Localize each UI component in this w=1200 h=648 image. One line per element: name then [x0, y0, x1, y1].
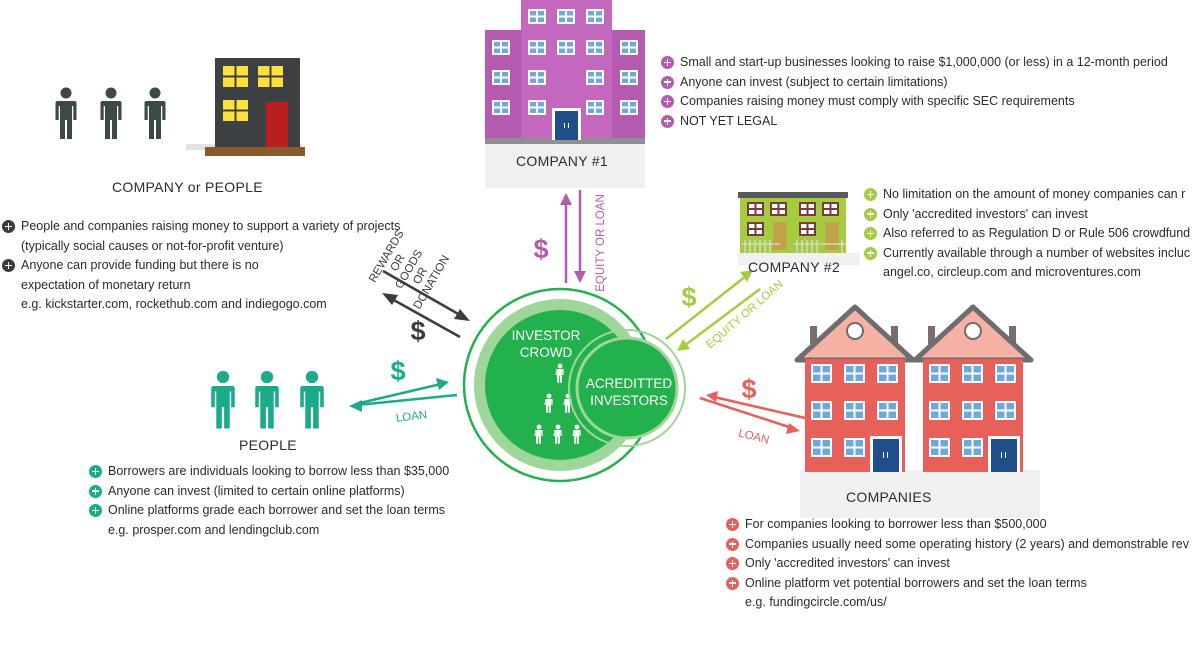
example-text: e.g. prosper.com and lendingclub.com — [108, 522, 320, 537]
list-item: For companies looking to borrower less t… — [726, 515, 1200, 535]
plus-bullet-icon — [2, 259, 15, 272]
list-item-continuation: (typically social causes or not-for-prof… — [21, 238, 284, 253]
list-item: Only 'accredited investors' can invest — [864, 205, 1200, 225]
list-item-continuation: expectation of monetary return — [21, 277, 191, 292]
plus-bullet-icon — [89, 504, 102, 517]
plus-bullet-icon — [726, 537, 739, 551]
list-item: Anyone can invest (subject to certain li… — [661, 73, 1168, 93]
plus-bullet-icon — [89, 484, 102, 498]
plus-bullet-icon — [726, 576, 739, 590]
plus-bullet-icon — [661, 114, 674, 128]
list-item: Currently available through a number of … — [864, 244, 1200, 264]
list-item: Online platform vet potential borrowers … — [726, 574, 1200, 594]
company1-building-icon — [485, 0, 645, 188]
list-item: NOT YET LEGAL — [661, 112, 1168, 132]
company-or-people-label: COMPANY or PEOPLE — [112, 179, 263, 195]
people-borrowers-icon — [211, 370, 324, 429]
plus-bullet-icon — [2, 220, 15, 233]
plus-bullet-icon — [661, 75, 674, 89]
list-item: Companies usually need some operating hi… — [726, 535, 1200, 555]
company1-arrows — [560, 190, 586, 283]
list-item: Borrowers are individuals looking to bor… — [89, 462, 449, 482]
list-item: Also referred to as Regulation D or Rule… — [864, 224, 1200, 244]
company1-flow-label: EQUITY OR LOAN — [595, 194, 607, 292]
people-flow-label: LOAN — [395, 409, 428, 425]
donation-arrows — [382, 269, 470, 339]
company2-arrows — [665, 270, 761, 351]
companies-flow-label: LOAN — [737, 427, 770, 446]
crowd-label-line1: INVESTOR — [512, 328, 581, 343]
small-building-icon — [186, 58, 305, 156]
companies-bullets: For companies looking to borrower less t… — [726, 515, 1200, 613]
people-dollar: $ — [390, 356, 405, 386]
list-item: People and companies raising money to su… — [2, 217, 400, 237]
companies-building-icon — [794, 304, 1040, 518]
company2-flow-label: EQUITY OR LOAN — [704, 278, 786, 351]
plus-bullet-icon — [726, 557, 739, 570]
company-or-people-bullets: People and companies raising money to su… — [2, 217, 400, 315]
company2-building-icon — [738, 192, 860, 265]
list-item: Only 'accredited investors' can invest — [726, 554, 1200, 574]
list-item: No limitation on the amount of money com… — [864, 185, 1200, 205]
company-or-people-illustration — [55, 58, 305, 156]
plus-bullet-icon — [864, 227, 877, 240]
companies-dollar: $ — [741, 374, 756, 404]
company2-label: COMPANY #2 — [748, 259, 840, 275]
accredited-investors-circle — [568, 329, 686, 447]
list-item: Anyone can invest (limited to certain on… — [89, 482, 449, 502]
plus-bullet-icon — [864, 246, 877, 260]
plus-bullet-icon — [726, 518, 739, 531]
company1-label: COMPANY #1 — [516, 153, 608, 169]
plus-bullet-icon — [661, 95, 674, 108]
companies-label: COMPANIES — [846, 489, 932, 505]
list-item: Anyone can provide funding but there is … — [2, 256, 400, 276]
company2-dollar: $ — [681, 282, 696, 312]
people-label: PEOPLE — [239, 437, 297, 453]
crowd-label-line2: CROWD — [520, 345, 573, 360]
people-arrows — [349, 378, 458, 412]
people-bullets: Borrowers are individuals looking to bor… — [89, 462, 449, 540]
donation-dollar: $ — [410, 316, 425, 346]
list-item: Companies raising money must comply with… — [661, 92, 1168, 112]
companies-arrows — [699, 391, 806, 434]
people-group-icon — [55, 87, 166, 139]
plus-bullet-icon — [864, 188, 877, 201]
example-text: e.g. fundingcircle.com/us/ — [745, 595, 887, 609]
company2-bullets: No limitation on the amount of money com… — [864, 185, 1200, 283]
plus-bullet-icon — [89, 465, 102, 478]
plus-bullet-icon — [661, 56, 674, 69]
example-text: e.g. kickstarter.com, rockethub.com and … — [21, 297, 327, 311]
accredited-label-line1: ACREDITTED — [586, 376, 673, 391]
list-item: Small and start-up businesses looking to… — [661, 53, 1168, 73]
accredited-label-line2: INVESTORS — [590, 393, 668, 408]
plus-bullet-icon — [864, 207, 877, 221]
company1-bullets: Small and start-up businesses looking to… — [661, 53, 1168, 131]
company1-dollar: $ — [533, 234, 548, 264]
list-item-continuation: angel.co, circleup.com and microventures… — [883, 265, 1141, 279]
list-item: Online platforms grade each borrower and… — [89, 501, 449, 521]
